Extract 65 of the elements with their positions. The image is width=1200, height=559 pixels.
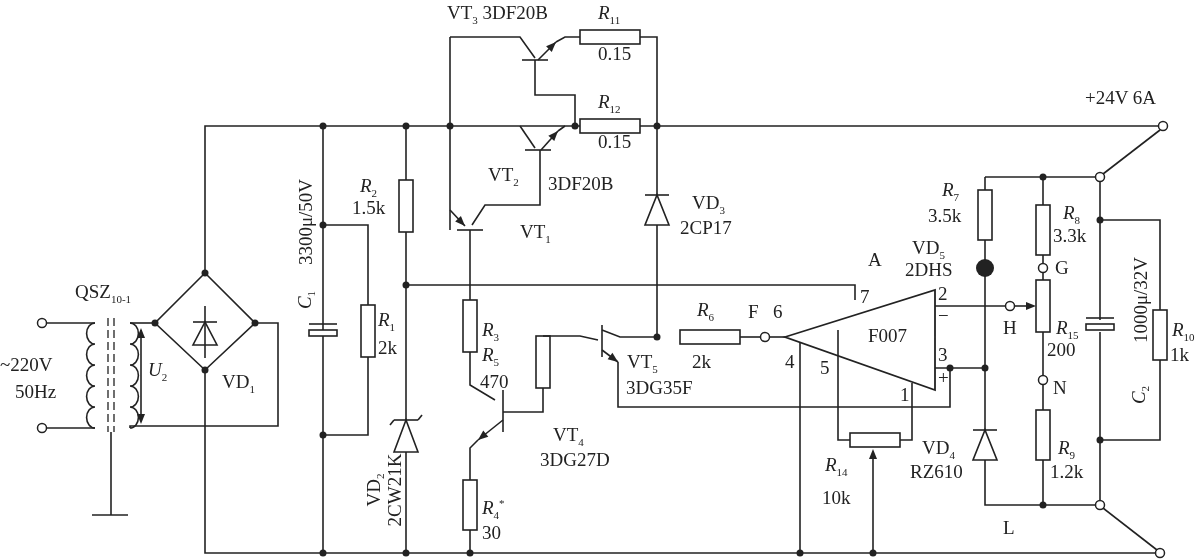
component-label: 3DG27D [540, 450, 610, 469]
component-label: G [1055, 258, 1069, 277]
component-label: R$_{2}$ [360, 176, 378, 199]
component-label: VT$_{3}$ 3DF20B [447, 3, 549, 26]
component-label: QSZ$_{10-1}$ [75, 282, 132, 305]
component-label: VD$_{1}$ [222, 372, 255, 395]
component-label: 2CP17 [680, 218, 732, 237]
component-label: 3.3k [1053, 226, 1087, 245]
component-label: 0.15 [598, 132, 632, 151]
component-label: 1.5k [352, 198, 386, 217]
component-label: RZ610 [910, 462, 963, 481]
component-label: 3300μ/50V [295, 178, 315, 266]
component-label: A [868, 250, 882, 269]
component-label: 3DF20B [548, 174, 614, 193]
component-label: 1000μ/32V [1130, 256, 1150, 344]
component-label: R$_{8}$ [1063, 203, 1081, 226]
component-label: 3 [938, 345, 948, 364]
component-label: R$_{11}$ [598, 3, 621, 26]
component-label: F007 [868, 326, 908, 345]
component-label: 2DHS [905, 260, 953, 279]
component-label: R$_{1}$ [378, 310, 396, 333]
component-label: R$_{7}$ [942, 180, 960, 203]
component-label: ~220V [0, 355, 53, 374]
component-label: R$_{12}$ [598, 92, 621, 115]
component-label: 2k [378, 338, 397, 357]
component-label: VT$_{5}$ [627, 352, 658, 375]
component-label: U$_{2}$ [148, 360, 168, 383]
component-label: 5 [820, 358, 830, 377]
component-label: F [748, 302, 759, 321]
component-label: R$_{15}$ [1056, 318, 1079, 341]
component-label: VD$_{4}$ [922, 438, 955, 461]
component-label: R$_{3}$ [482, 320, 500, 343]
component-label: VD$_{3}$ [692, 193, 725, 216]
component-label: − [938, 306, 949, 325]
component-label: 2k [692, 352, 711, 371]
component-label: H [1003, 318, 1017, 337]
component-label: 3.5k [928, 206, 962, 225]
component-label: 0.15 [598, 44, 632, 63]
component-label: 1 [900, 385, 910, 404]
component-label: 2 [938, 284, 948, 303]
component-label: VD$_{5}$ [912, 238, 945, 261]
component-label: 200 [1047, 340, 1076, 359]
component-label: 2CW21K [384, 453, 404, 527]
component-label: 10k [822, 488, 851, 507]
component-label: + [938, 368, 949, 387]
component-label: R$_{5}$ [482, 345, 500, 368]
component-label: VT$_{4}$ [553, 425, 584, 448]
component-label: 50Hz [15, 382, 57, 401]
component-label: R$_{6}$ [697, 300, 715, 323]
component-label: VT$_{2}$ [488, 165, 519, 188]
component-label: +24V 6A [1085, 88, 1157, 107]
component-label: 1k [1170, 345, 1189, 364]
component-label: 470 [480, 372, 509, 391]
component-label: 4 [785, 352, 795, 371]
component-label: L [1003, 518, 1015, 537]
component-label: R$_{10}$ [1172, 320, 1195, 343]
component-label: 7 [860, 287, 870, 306]
component-label: R$_{14}$ [825, 455, 848, 478]
component-label: VT$_{1}$ [520, 222, 551, 245]
component-label: 1.2k [1050, 462, 1084, 481]
component-label: 6 [773, 302, 783, 321]
component-label: 3DG35F [626, 378, 693, 397]
component-label: 30 [482, 523, 501, 542]
component-label: N [1053, 378, 1067, 397]
component-label: R$_{9}$ [1058, 438, 1076, 461]
